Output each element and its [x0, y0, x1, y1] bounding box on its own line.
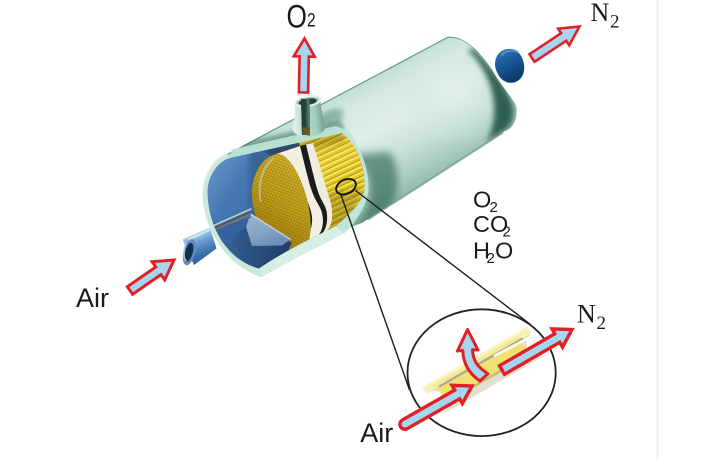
svg-text:H: H [473, 238, 490, 264]
svg-text:O: O [287, 0, 307, 35]
svg-text:N: N [577, 300, 596, 329]
svg-text:2: 2 [487, 250, 495, 267]
svg-text:Air: Air [76, 283, 109, 313]
svg-text:N: N [591, 0, 610, 27]
svg-text:O: O [473, 187, 491, 213]
svg-text:2: 2 [610, 12, 620, 33]
svg-text:O: O [495, 238, 513, 264]
svg-text:2: 2 [503, 224, 511, 241]
svg-text:2: 2 [307, 9, 316, 31]
svg-text:2: 2 [490, 199, 498, 216]
svg-text:Air: Air [360, 418, 393, 448]
svg-text:CO: CO [473, 211, 508, 237]
svg-text:2: 2 [597, 313, 607, 334]
